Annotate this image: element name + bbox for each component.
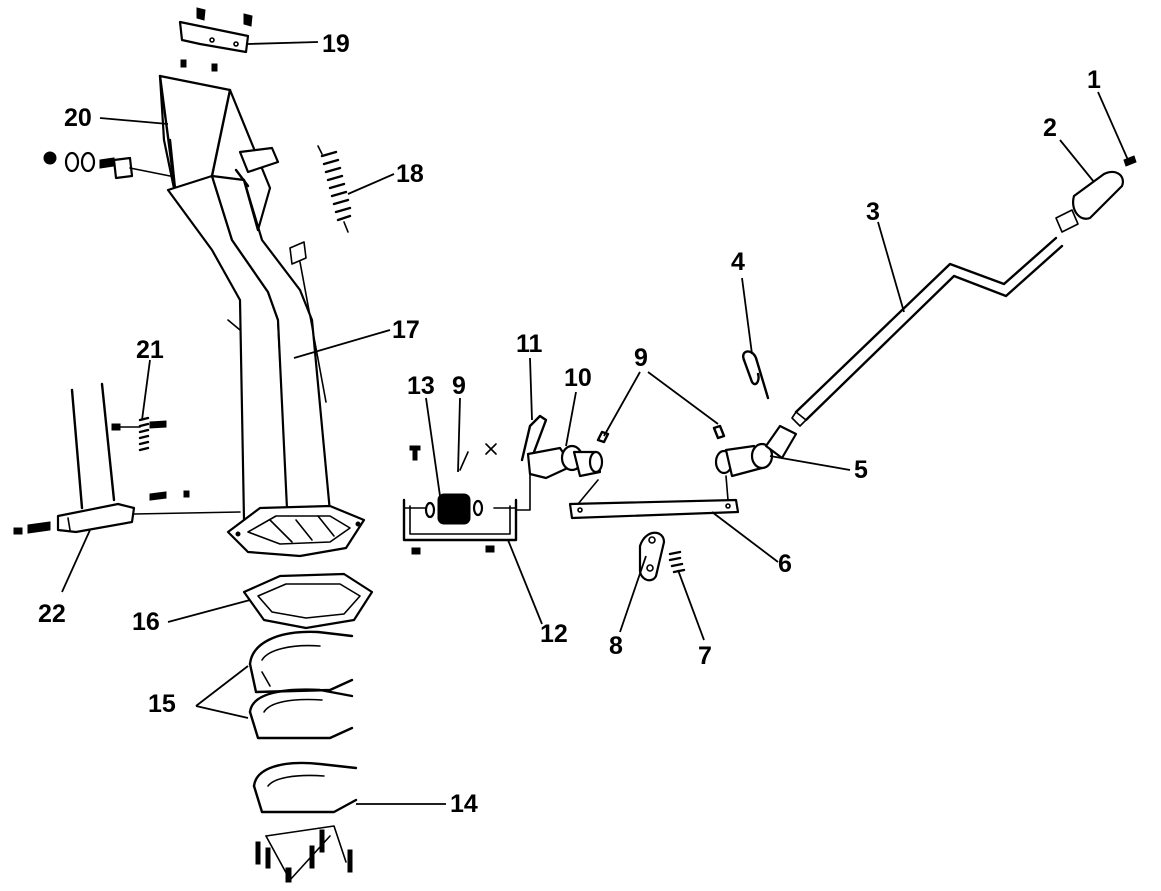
callout-3: 3	[866, 198, 880, 226]
part-15-clamp-upper	[248, 630, 354, 694]
callout-22: 22	[38, 600, 66, 628]
callout-9-right: 9	[634, 344, 648, 372]
callout-10: 10	[564, 364, 592, 392]
callout-19: 19	[322, 30, 350, 58]
callout-1: 1	[1087, 66, 1101, 94]
callout-6: 6	[778, 550, 792, 578]
part-13-roller	[424, 493, 484, 525]
bottom-screws	[255, 825, 353, 883]
part-14-clamp	[252, 761, 358, 814]
deflector-knob-hardware	[43, 151, 171, 180]
callout-21: 21	[136, 336, 164, 364]
callout-15: 15	[148, 690, 176, 718]
callout-18: 18	[396, 160, 424, 188]
part-9-pin-right	[712, 424, 726, 440]
part-22-pin-bracket	[13, 382, 241, 535]
callout-4: 4	[731, 248, 745, 276]
part-18-spring	[317, 145, 352, 233]
part-8-plate	[638, 531, 666, 582]
part-12-u-bracket	[402, 469, 531, 555]
part-19-bracket	[178, 7, 253, 72]
callout-12: 12	[540, 620, 568, 648]
part-4-hairpin-clip	[742, 350, 770, 400]
callout-8: 8	[609, 632, 623, 660]
part-7-spring	[668, 550, 686, 574]
callout-20: 20	[64, 104, 92, 132]
part-11-pin	[520, 414, 548, 462]
part-21-spring-bolt	[111, 416, 167, 452]
callout-numbers: 1 2 3 4 5 6 7 8 9 9 10 11 12 13 14 15 16…	[38, 30, 1101, 818]
callout-17: 17	[392, 316, 420, 344]
bracket-screws	[409, 443, 497, 471]
part-16-ring	[242, 572, 374, 630]
callout-13: 13	[407, 372, 435, 400]
callout-11: 11	[516, 330, 543, 358]
callout-2: 2	[1043, 114, 1057, 142]
part-3-crank-rod	[791, 209, 1079, 427]
callout-7: 7	[698, 642, 712, 670]
part-10-universal-joint	[526, 444, 604, 480]
callout-16: 16	[132, 608, 160, 636]
part-15-clamp-lower	[248, 688, 354, 740]
callout-5: 5	[854, 456, 868, 484]
part-5-universal-joint	[714, 424, 798, 478]
chute-base-flange	[226, 504, 366, 558]
part-17-chute-body	[166, 174, 332, 532]
part-9-pin-center	[596, 430, 610, 444]
part-2-handle-knob	[1072, 170, 1124, 220]
callout-9-center: 9	[452, 372, 466, 400]
callout-14: 14	[450, 790, 478, 818]
part-6-link-bar	[568, 475, 740, 520]
leader-lines	[61, 41, 1129, 805]
part-1-screw	[1123, 155, 1137, 167]
